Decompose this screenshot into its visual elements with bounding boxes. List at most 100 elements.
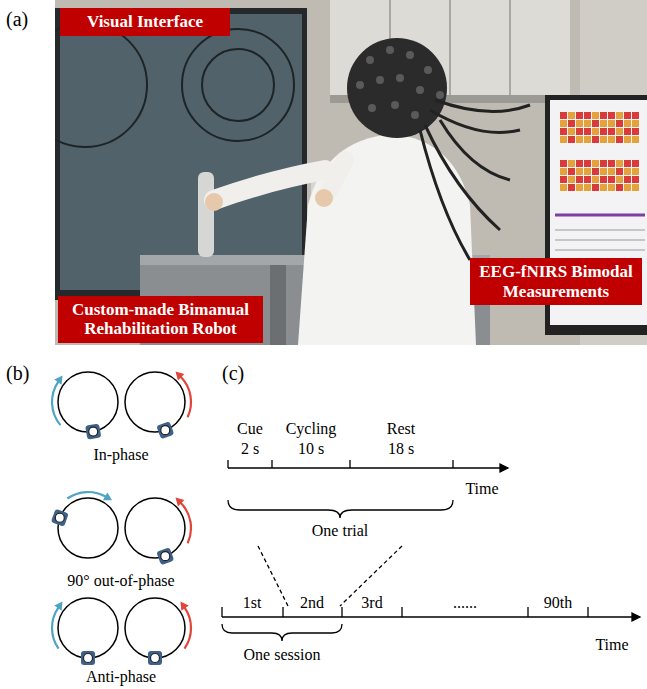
nirs-cell (600, 120, 607, 127)
phase-stage: Cycling (286, 420, 337, 438)
drawing-part (500, 464, 508, 472)
drawing-part (449, 0, 451, 95)
drawing-part (509, 0, 511, 95)
nirs-cell (560, 168, 567, 175)
arrow-head (103, 492, 112, 500)
nirs-cell (592, 160, 599, 167)
electrode (396, 74, 404, 82)
nirs-cell (624, 160, 631, 167)
duration: 10 s (298, 440, 324, 458)
nirs-cell (600, 184, 607, 191)
nirs-cell (608, 120, 615, 127)
arrow-head (180, 602, 188, 611)
drawing-part (182, 29, 294, 141)
nirs-map (560, 112, 639, 191)
trial-number: 3rd (361, 594, 382, 612)
electrode (436, 91, 444, 99)
axis-label: Time (595, 636, 628, 654)
nirs-cell (584, 120, 591, 127)
drawing-part (452, 460, 453, 468)
handle-icon (156, 421, 174, 439)
drawing-part (60, 14, 302, 290)
trial-number: 2nd (300, 594, 324, 612)
drawing-part (555, 250, 645, 251)
drawing-part (401, 607, 402, 617)
nirs-cell (576, 120, 583, 127)
nirs-cell (560, 176, 567, 183)
drawing-part (555, 230, 645, 231)
nirs-cell (592, 136, 599, 143)
nirs-cell (600, 160, 607, 167)
nirs-cell (592, 120, 599, 127)
electrode (411, 111, 419, 119)
nirs-cell (632, 168, 639, 175)
phase-stage: Cue (237, 420, 263, 438)
electrode (368, 104, 376, 112)
drawing-part (587, 607, 588, 617)
nirs-cell (608, 136, 615, 143)
handle-icon (85, 423, 101, 439)
nirs-cell (616, 128, 623, 135)
nirs-cell (616, 168, 623, 175)
ellipsis: ...... (453, 594, 477, 612)
drawing-part (315, 189, 333, 207)
drawing-part (258, 546, 288, 606)
direction-arc (67, 492, 106, 499)
drawing-part (435, 100, 530, 111)
electrode (391, 101, 399, 109)
track-circle (58, 372, 118, 432)
drawing-part (349, 460, 350, 468)
brace-label: One trial (312, 522, 368, 540)
nirs-cell (632, 120, 639, 127)
electrode (416, 86, 424, 94)
arrow-head (54, 376, 62, 385)
nirs-cell (608, 112, 615, 119)
nirs-cell (616, 136, 623, 143)
panel-letter: (a) (6, 8, 28, 31)
nirs-cell (600, 168, 607, 175)
trial-timeline (228, 460, 508, 606)
nirs-cell (600, 128, 607, 135)
nirs-cell (624, 184, 631, 191)
electrode (366, 56, 374, 64)
drawing-part (214, 170, 325, 200)
handle-icon (156, 547, 174, 565)
drawing-part (425, 125, 500, 230)
nirs-cell (608, 168, 615, 175)
session-timeline (222, 607, 640, 641)
nirs-cell (560, 184, 567, 191)
drawing-part (420, 130, 470, 260)
box-text: Custom-made Bimanual Rehabilitation Robo… (64, 300, 257, 339)
phase-name: In-phase (93, 446, 148, 464)
arrow-head (176, 372, 185, 381)
brace-label: One session (244, 646, 321, 664)
box-text: EEG-fNIRS Bimodal Measurements (476, 262, 636, 301)
nirs-cell (568, 184, 575, 191)
drawing-part (222, 624, 342, 641)
handle-icon (51, 509, 69, 527)
nirs-cell (560, 120, 567, 127)
handle-icon (81, 651, 95, 665)
drawing-part (271, 460, 272, 468)
handle-knob (84, 654, 93, 663)
direction-arc (180, 503, 191, 544)
nirs-cell (584, 168, 591, 175)
arrow-head (176, 498, 185, 507)
nirs-cell (568, 120, 575, 127)
phase-icons (51, 372, 191, 665)
nirs-cell (632, 112, 639, 119)
nirs-cell (632, 128, 639, 135)
drawing-part (228, 467, 500, 468)
nirs-cell (568, 136, 575, 143)
direction-arc (52, 381, 60, 425)
nirs-cell (576, 136, 583, 143)
direction-arc (184, 607, 191, 648)
nirs-cell (616, 120, 623, 127)
nirs-cell (568, 176, 575, 183)
drawing-part (205, 193, 223, 211)
track-circle (58, 598, 118, 658)
drawing-part (198, 172, 214, 257)
nirs-cell (632, 136, 639, 143)
duration: 2 s (241, 440, 259, 458)
